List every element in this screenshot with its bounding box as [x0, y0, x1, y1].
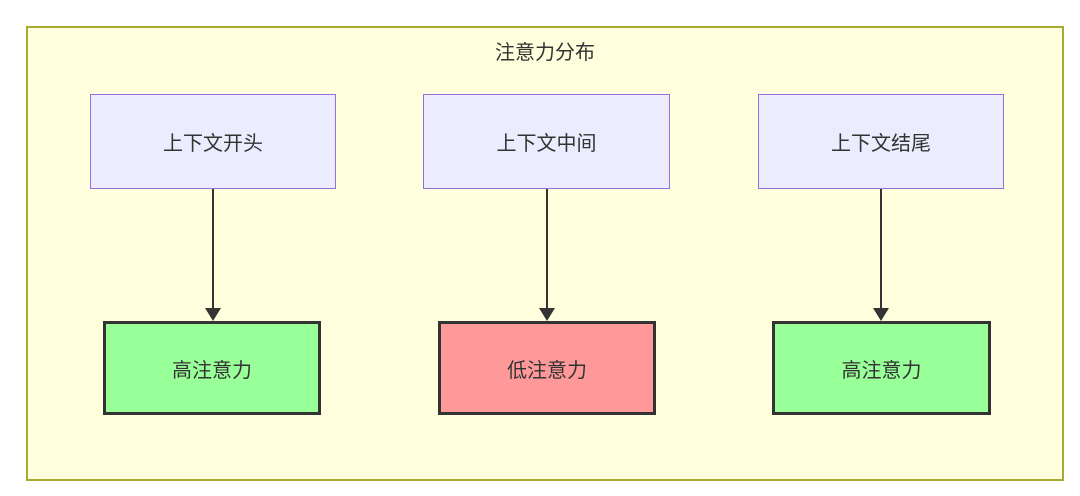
node-high-attention-right: 高注意力: [772, 321, 991, 415]
arrowhead-icon: [539, 308, 555, 321]
node-context-start: 上下文开头: [90, 94, 336, 189]
arrow-end-to-high: [873, 189, 889, 321]
arrowhead-icon: [205, 308, 221, 321]
arrow-start-to-high: [205, 189, 221, 321]
arrow-line: [880, 189, 882, 308]
arrow-middle-to-low: [539, 189, 555, 321]
attention-distribution-subgraph: 注意力分布 上下文开头 上下文中间 上下文结尾 高注意力 低注意力 高注意力: [26, 26, 1064, 481]
node-context-middle: 上下文中间: [423, 94, 670, 189]
arrowhead-icon: [873, 308, 889, 321]
diagram-title: 注意力分布: [495, 42, 595, 64]
node-high-attention-left: 高注意力: [103, 321, 321, 415]
arrow-line: [546, 189, 548, 308]
node-context-end: 上下文结尾: [758, 94, 1004, 189]
node-low-attention-middle: 低注意力: [438, 321, 656, 415]
arrow-line: [212, 189, 214, 308]
